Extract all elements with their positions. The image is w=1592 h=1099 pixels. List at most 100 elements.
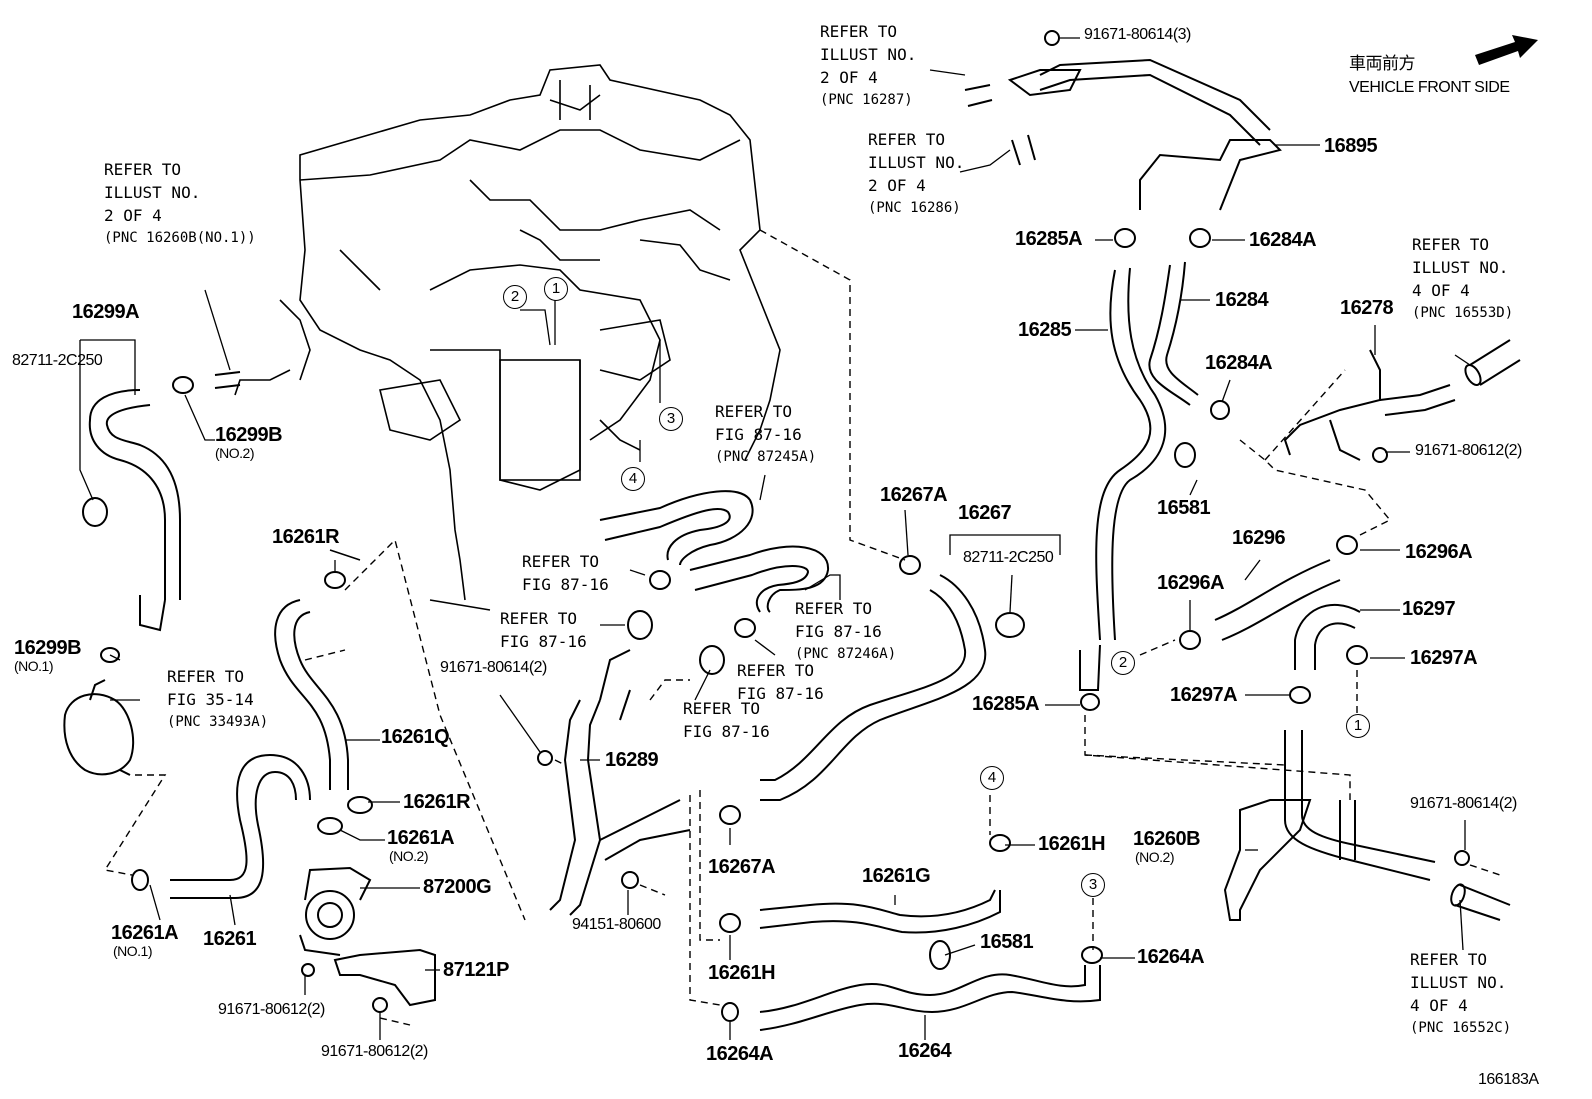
hose-16261Q <box>274 599 349 790</box>
part-16261A-low-sub: (NO.1) <box>113 943 153 959</box>
part-16261G: 16261G <box>862 865 931 887</box>
front-arrow-icon <box>1475 35 1538 65</box>
part-16264A-low: 16264A <box>706 1043 774 1065</box>
part-16299B-upper: 16299B <box>215 424 283 446</box>
part-16581-top: 16581 <box>1157 497 1211 519</box>
hose-16296 <box>1214 559 1341 641</box>
hose-87246A <box>689 545 830 613</box>
part-16261H-right: 16261H <box>1038 833 1106 855</box>
hose-16267 <box>760 574 987 801</box>
part-91671-80612-b: 91671-80612(2) <box>321 1043 428 1060</box>
pipe-16895 <box>1007 58 1282 211</box>
hose-16289 <box>549 649 691 916</box>
hose-16285 <box>1079 267 1167 691</box>
part-16299A: 16299A <box>72 301 140 323</box>
part-16299B-lower: 16299B <box>14 637 82 659</box>
part-16284A-top: 16284A <box>1249 229 1317 251</box>
vacuum-pump-33493A <box>63 679 135 776</box>
part-16261R-mid: 16261R <box>403 791 471 813</box>
part-91671-80614-2: 91671-80614(2) <box>440 659 547 676</box>
part-16261A-mid-sub: (NO.2) <box>389 848 429 864</box>
part-16895: 16895 <box>1324 135 1378 157</box>
marker-3-engine: 3 <box>659 407 683 431</box>
part-16299B-lower-sub: (NO.1) <box>14 658 54 674</box>
part-91671-80614-right: 91671-80614(2) <box>1410 795 1517 812</box>
direction-label-jp: 車両前方 <box>1349 54 1416 73</box>
part-94151-80600: 94151-80600 <box>572 916 661 933</box>
ref-hose-stubs <box>214 84 1036 389</box>
part-16278: 16278 <box>1340 297 1394 319</box>
part-16267A-top: 16267A <box>880 484 948 506</box>
part-16299B-upper-sub: (NO.2) <box>215 445 255 461</box>
pipe-16278 <box>1283 349 1456 461</box>
dashed-lines <box>103 229 1501 1026</box>
hose-87245A <box>599 490 754 566</box>
marker-4-low: 4 <box>980 766 1004 790</box>
part-16264: 16264 <box>898 1040 952 1062</box>
hose-16264 <box>759 965 1101 1031</box>
part-16296A-left: 16296A <box>1157 572 1225 594</box>
part-16260B-sub: (NO.2) <box>1135 849 1175 865</box>
marker-2-engine: 2 <box>503 285 527 309</box>
part-16260B: 16260B <box>1133 828 1201 850</box>
hose-16297 <box>1294 603 1361 670</box>
part-16289: 16289 <box>605 749 659 771</box>
part-16581-low: 16581 <box>980 931 1034 953</box>
part-87121P: 87121P <box>443 959 509 981</box>
part-16285: 16285 <box>1018 319 1072 341</box>
part-16267A-low: 16267A <box>708 856 776 878</box>
part-16261Q: 16261Q <box>381 726 450 748</box>
clamps <box>82 30 1470 1022</box>
part-91671-80614-3: 91671-80614(3) <box>1084 26 1191 43</box>
part-82711-right: 82711-2C250 <box>963 549 1054 566</box>
marker-1-engine: 1 <box>544 277 568 301</box>
marker-2-right: 2 <box>1111 651 1135 675</box>
pipe-16260B <box>1223 730 1436 921</box>
bracket-87121P <box>333 948 436 1007</box>
part-16284: 16284 <box>1215 289 1269 311</box>
part-16297: 16297 <box>1402 598 1456 620</box>
pump-87200G <box>299 866 372 956</box>
hose-16261G <box>759 889 1001 934</box>
illustration-id: 166183A <box>1478 1071 1539 1088</box>
engine-block-outline <box>234 64 781 611</box>
part-16267: 16267 <box>958 502 1012 524</box>
part-16297A-left: 16297A <box>1170 684 1238 706</box>
direction-label-en: VEHICLE FRONT SIDE <box>1349 79 1510 96</box>
part-16261: 16261 <box>203 928 257 950</box>
hose-ref-16552C <box>1450 883 1511 921</box>
marker-1-right: 1 <box>1346 714 1370 738</box>
hose-16299A <box>88 389 181 632</box>
part-16296: 16296 <box>1232 527 1286 549</box>
part-16296A-right: 16296A <box>1405 541 1473 563</box>
part-16264A-right: 16264A <box>1137 946 1205 968</box>
part-82711-left: 82711-2C250 <box>12 352 103 369</box>
part-16285A-low: 16285A <box>972 693 1040 715</box>
leader-lines <box>79 37 1471 1040</box>
part-16261A-mid: 16261A <box>387 827 455 849</box>
part-16284A-mid: 16284A <box>1205 352 1273 374</box>
part-91671-80612-right: 91671-80612(2) <box>1415 442 1522 459</box>
part-87200G: 87200G <box>423 876 492 898</box>
marker-4-engine: 4 <box>621 467 645 491</box>
hose-16284 <box>1148 261 1199 406</box>
part-16285A-top: 16285A <box>1015 228 1083 250</box>
part-16297A-right: 16297A <box>1410 647 1478 669</box>
hose-16261 <box>170 753 311 899</box>
part-16261A-low: 16261A <box>111 922 179 944</box>
hose-ref-16553D <box>1464 339 1521 386</box>
part-16261R-top: 16261R <box>272 526 340 548</box>
